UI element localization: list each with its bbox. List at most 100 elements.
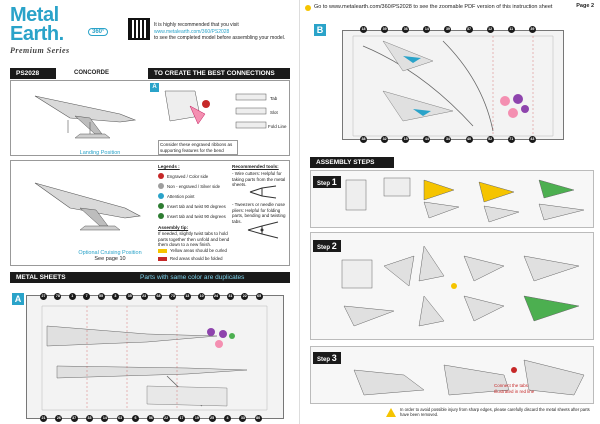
step-2-illustration bbox=[341, 245, 580, 327]
legend-item-5-label: Insert tab and twist 90 degrees bbox=[167, 213, 226, 219]
concorde-landing-illustration bbox=[34, 95, 137, 139]
sheet-b-part-number: 14 bbox=[423, 26, 431, 33]
sheet-a-marker: A bbox=[150, 83, 159, 92]
step-2-label: Step 2 bbox=[313, 240, 341, 252]
assembly-tip-text: If needed, slightly twist tabs to hold p… bbox=[158, 231, 230, 247]
sheet-b-part-number: 71 bbox=[507, 136, 515, 143]
attention-icon bbox=[158, 193, 164, 199]
metal-sheet-a bbox=[26, 295, 284, 419]
sheet-b-part-number: 32 bbox=[381, 136, 389, 143]
model-name: CONCORDE bbox=[74, 70, 110, 76]
step-1-number: 1 bbox=[331, 177, 337, 187]
sheet-a-part-number: 37 bbox=[70, 415, 78, 422]
legend-item-1: Engraved / Color side bbox=[158, 173, 208, 179]
lightbulb-icon bbox=[305, 5, 311, 11]
slot-label: Slot bbox=[270, 110, 278, 115]
metal-sheets-title: METAL SHEETS bbox=[16, 274, 66, 281]
step-3-word: Step bbox=[317, 357, 331, 363]
legend-item-2-label: Non - engraved / Silver side bbox=[167, 183, 221, 189]
safety-warning: In order to avoid possible injury from s… bbox=[400, 407, 590, 417]
zoomable-url-line[interactable]: Go to www.metalearth.com/360/PS2028 to s… bbox=[314, 4, 553, 10]
info-panel bbox=[10, 160, 290, 266]
sheet-b-part-number: 39 bbox=[381, 26, 389, 33]
sheet-a-part-number: 55 bbox=[97, 293, 105, 300]
sheet-a-label: A bbox=[12, 293, 24, 305]
red-swatch bbox=[158, 256, 167, 261]
sheet-a-part-number: 31 bbox=[226, 293, 234, 300]
tab-connection-illustration bbox=[164, 90, 210, 125]
model-code: PS2028 bbox=[16, 70, 40, 77]
connection-note: Consider these engraved ribbons as suppo… bbox=[158, 140, 238, 155]
assembly-steps-title: ASSEMBLY STEPS bbox=[316, 159, 375, 166]
sheet-b-part-number: 52 bbox=[486, 136, 494, 143]
wire-cutters-icon bbox=[249, 185, 277, 199]
sheet-a-part-number: 63 bbox=[116, 415, 124, 422]
sheet-a-part-number: 6 bbox=[132, 415, 139, 422]
sheet-a-part-number: 1 bbox=[68, 293, 76, 300]
sheet-a-part-number: 10 bbox=[198, 293, 206, 300]
step-2-number: 2 bbox=[331, 241, 337, 251]
sheet-a-part-number: 22 bbox=[162, 415, 170, 422]
warning-icon bbox=[386, 408, 396, 417]
sheet-b-part-number: 43 bbox=[528, 136, 536, 143]
non-engraved-icon bbox=[158, 183, 164, 189]
intro-url[interactable]: www.metalearth.com/360/PS2028 bbox=[154, 28, 230, 35]
sheet-b-part-number: 39 bbox=[444, 26, 452, 33]
step-3-note-1: Connect the tabs bbox=[494, 383, 529, 388]
legend-item-3: Attention point bbox=[158, 193, 194, 199]
sheet-a-part-number: 22 bbox=[241, 293, 249, 300]
assembly-tip-title: Assembly tip: bbox=[158, 225, 189, 230]
intro-line-1: It is highly recommended that you visit bbox=[154, 22, 239, 28]
metal-sheets-bar: METAL SHEETS Parts with same color are d… bbox=[10, 272, 290, 283]
sheet-a-part-number: 80 bbox=[254, 415, 262, 422]
sheet-a-part-number: 35 bbox=[126, 293, 134, 300]
step-1-illustration bbox=[345, 177, 585, 223]
sheet-b-parts bbox=[352, 35, 554, 137]
sheet-a-part-number: 23 bbox=[140, 293, 148, 300]
qr-code-icon bbox=[128, 18, 150, 40]
red-note-text: Red areas should be folded bbox=[170, 256, 223, 261]
tools-line-2: - Tweezers or needle nose pliers: Helpfu… bbox=[232, 202, 286, 224]
sheet-a-part-number: 19 bbox=[193, 415, 201, 422]
step-1-word: Step bbox=[317, 181, 331, 187]
sheet-b-part-number: 39 bbox=[528, 26, 536, 33]
fold-line-label: Fold Line bbox=[268, 124, 287, 129]
cruising-position-label: Optional Cruising Position bbox=[78, 250, 142, 256]
sheet-b-part-number: 12 bbox=[486, 26, 494, 33]
sheet-b-part-number: 11 bbox=[507, 26, 515, 33]
landing-position-label: Landing Position bbox=[79, 150, 121, 156]
metal-sheets-note: Parts with same color are duplicates bbox=[140, 274, 245, 281]
brand-line-2: Earth. bbox=[10, 23, 64, 45]
sheet-a-part-number: 78 bbox=[54, 293, 62, 300]
sheet-a-part-number: 25 bbox=[208, 415, 216, 422]
sheet-b-part-number: 18 bbox=[360, 26, 367, 33]
page-1: Metal Earth. Premium Series 360° It is h… bbox=[10, 0, 300, 424]
sheet-a-part-number: 14 bbox=[101, 415, 109, 422]
legend-item-4-label: Insert tab and twist 90 degrees bbox=[167, 203, 226, 209]
engraved-icon bbox=[158, 173, 164, 179]
sheet-a-part-number: 56 bbox=[147, 415, 155, 422]
sheet-a-part-number: 24 bbox=[212, 293, 220, 300]
legend-item-3-label: Attention point bbox=[167, 193, 195, 199]
sheet-b-part-number: 44 bbox=[423, 136, 431, 143]
sheet-a-part-number: 21 bbox=[40, 415, 47, 422]
step-3-label: Step 3 bbox=[313, 352, 341, 364]
step-3-note-2: Illustrated in red line bbox=[494, 389, 535, 394]
sheet-a-part-number: 68 bbox=[155, 293, 162, 300]
step-3-illustration bbox=[353, 359, 585, 396]
sheet-a-part-number: 65 bbox=[255, 293, 263, 300]
tab-slot-diagram bbox=[235, 93, 267, 129]
sheet-a-part-number: 26 bbox=[55, 415, 63, 422]
red-note: Red areas should be folded bbox=[158, 256, 223, 261]
sheet-b-part-number: 37 bbox=[465, 26, 473, 33]
brand-line-1: Metal bbox=[10, 4, 59, 26]
step-3-number: 3 bbox=[331, 353, 337, 363]
sheet-a-part-number: 13 bbox=[183, 293, 191, 300]
intro-note: It is highly recommended that you visit … bbox=[154, 22, 304, 42]
brand-subtitle: Premium Series bbox=[10, 46, 70, 55]
twist-tab-icon-2 bbox=[158, 213, 164, 219]
sheet-b-part-number: 15 bbox=[402, 136, 410, 143]
model-code-bar: PS2028 bbox=[10, 68, 56, 79]
sheet-a-part-number: 33 bbox=[86, 415, 93, 422]
page-2: Go to www.metalearth.com/360/PS2028 to s… bbox=[300, 0, 600, 424]
